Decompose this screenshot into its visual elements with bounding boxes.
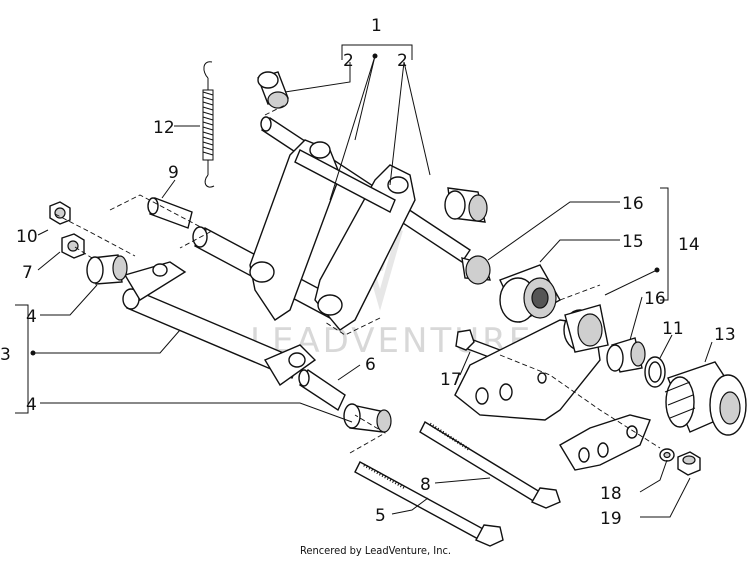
swing-arm-bracket-part [249,139,416,331]
callout-17: 17 [440,370,462,390]
roller-part-13 [664,361,747,436]
callout-9: 9 [168,163,179,183]
callout-14: 14 [678,235,700,255]
callout-5: 5 [375,506,386,526]
bolt-part-5 [354,461,504,547]
bushing-part-right [444,187,488,223]
leader-lines [15,44,713,518]
callout-10: 10 [16,227,38,247]
pivot-tube-part [122,261,317,387]
washer-part [659,448,675,462]
callout-15: 15 [622,232,644,252]
render-credit: Rencered by LeadVenture, Inc. [300,544,451,557]
callout-16-bottom: 16 [644,289,666,309]
callout-19: 19 [600,509,622,529]
callout-3: 3 [0,345,11,365]
callout-8: 8 [420,475,431,495]
callout-13: 13 [714,325,736,345]
bushing-part-4a [86,254,128,285]
nut-part-10 [49,201,71,225]
callout-1: 1 [371,16,382,36]
callout-16-top: 16 [622,194,644,214]
nut-part-7 [61,233,85,259]
spacer-part [461,255,491,285]
callout-4-bottom: 4 [26,395,37,415]
spacer-part-16 [606,337,646,373]
callout-4-top: 4 [26,307,37,327]
assembly-lines [54,104,661,454]
bolt-part-8 [419,421,561,509]
callout-2-right: 2 [397,51,408,71]
bushing-part-4b [343,403,392,433]
snap-ring-part [644,356,666,388]
spring-part [202,61,215,188]
callout-18: 18 [600,484,622,504]
callout-11: 11 [662,319,684,339]
callout-12: 12 [153,118,175,138]
callout-6: 6 [365,355,376,375]
bushing-part [257,71,289,109]
lower-plate-part [559,414,651,471]
pin-part-6 [298,368,346,412]
nut-part-19 [677,451,701,476]
roller-part-15 [499,264,561,323]
plate-bracket-part [454,304,609,421]
callout-2-left: 2 [343,51,354,71]
callout-7: 7 [22,263,33,283]
